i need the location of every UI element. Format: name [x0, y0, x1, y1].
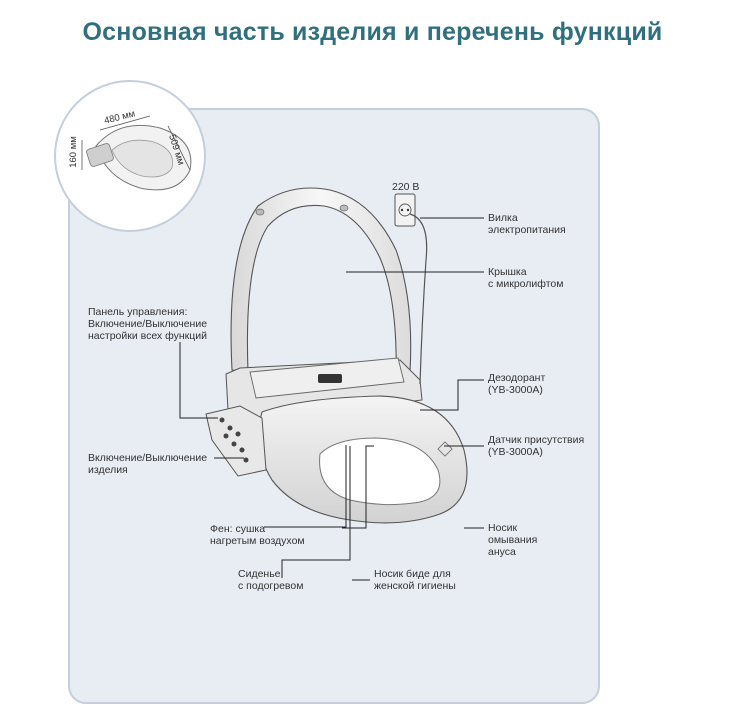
- power-outlet: [394, 193, 428, 385]
- side-control-panel: [205, 405, 267, 477]
- inset-seat-drawing: [81, 115, 192, 191]
- deodorant-callout: Дезодорант(YB-3000A): [488, 372, 546, 396]
- voltage-label: 220 В: [392, 181, 420, 193]
- sensor-callout: Датчик присутствия(YB-3000A): [488, 434, 585, 458]
- lid-drawing: [230, 187, 412, 381]
- seat-drawing: [225, 357, 468, 524]
- height-dimension-label: 160 мм: [67, 136, 79, 168]
- leader-lines: [179, 217, 484, 581]
- page-title: Основная часть изделия и перечень функци…: [82, 18, 663, 46]
